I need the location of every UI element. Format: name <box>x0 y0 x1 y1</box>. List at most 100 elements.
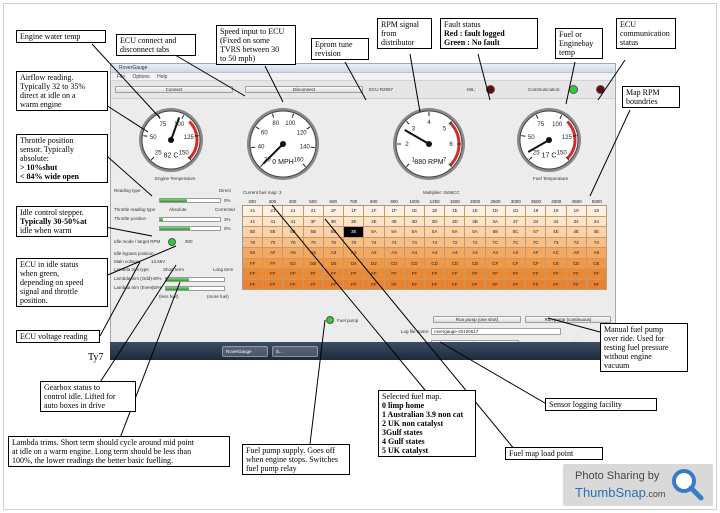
note-text: depending on speed <box>20 278 84 287</box>
fuel-map-cell: 70 <box>263 237 284 248</box>
fuel-map-cell: 3E <box>384 216 405 227</box>
gauge-tick-label: 100 <box>174 122 185 128</box>
gauge-tick-label: 50 <box>150 135 157 141</box>
fuel-map-cell: CD <box>445 258 466 269</box>
note-text: at idle on a warm engine. Long term shou… <box>12 447 192 456</box>
note-text: TVRS between 30 <box>220 45 280 54</box>
gauge-tick <box>255 126 260 130</box>
fuel-map-cell: D4 <box>344 258 365 269</box>
fuel-map-cell: FF <box>526 279 547 290</box>
note-text: < 84% wide open <box>20 172 80 181</box>
fuel-map-cell: 5B <box>323 227 345 238</box>
gauge-tick <box>565 156 570 161</box>
taskbar-rovergauge[interactable]: RoverGauge <box>222 346 268 357</box>
gauge-tick <box>528 156 533 161</box>
note-text: position. <box>20 296 48 305</box>
note-text: sensor. Typically <box>20 145 74 154</box>
fuel-map-cell: 5A <box>424 227 446 238</box>
note-text: fuel pump relay <box>246 464 297 473</box>
run-pump-continuous-button[interactable]: Run pump (continuous) <box>525 316 611 323</box>
menu-file[interactable]: File <box>117 74 126 80</box>
gauge-tick <box>406 121 410 125</box>
fuel-map-cell: 34 <box>526 216 547 227</box>
note-text: Enginebay <box>559 39 594 48</box>
fuel-map-cell: FF <box>323 279 345 290</box>
idle-bypass-label: Idle bypass position <box>114 251 154 256</box>
corrected-radio[interactable]: Corrected <box>215 207 235 212</box>
gauge-tick <box>194 135 199 137</box>
gauge-needle <box>170 117 181 141</box>
note-text: > 10%shut <box>20 163 58 172</box>
run-pump-once-button[interactable]: Run pump (one shot) <box>433 316 521 323</box>
gauge-tick-label: 40 <box>258 144 265 150</box>
fuel-map-cell: FF <box>424 269 446 280</box>
fuel-map-cell: CD <box>465 258 486 269</box>
idle-pct: 0% <box>224 226 231 231</box>
fuel-map-multiplier: Multiplier: 0x56CC <box>423 190 460 195</box>
disconnect-button[interactable]: Disconnect <box>245 86 363 93</box>
note-text: direct at idle on a <box>20 91 76 100</box>
fuel-map-cell: FF <box>303 269 324 280</box>
direct-radio[interactable]: Direct <box>219 188 231 193</box>
gauge-tick-label: 7 <box>443 158 447 164</box>
note-text: Typically 32 to 35% <box>20 82 85 91</box>
fuel-map-cell: 73 <box>566 237 587 248</box>
note-text: testing fuel pressure <box>604 343 669 352</box>
speed-gauge: 204060801001201401600 MPH <box>247 108 319 180</box>
fuel-map-cell: 3E <box>323 216 345 227</box>
log-file-input[interactable]: rovergauge-20100617 <box>431 328 561 335</box>
fuel-map-cell: CD <box>404 258 425 269</box>
lambda-odd-pct: -40% <box>151 276 162 281</box>
gauge-tick-label: 6 <box>449 142 453 148</box>
note-text: 0 limp home <box>382 401 425 410</box>
menu-options[interactable]: Options <box>132 74 150 80</box>
note-engine-water-temp: Engine water temp <box>16 30 106 43</box>
absolute-radio[interactable]: Absolute <box>169 207 187 212</box>
note-text: Eprom tune <box>315 40 353 49</box>
rovergauge-window: RoverGauge File Options Help Connect Dis… <box>110 63 616 360</box>
fuel-map-cell: FF <box>303 279 324 290</box>
fuel-map-cell: 34 <box>586 216 607 227</box>
fuel-map-cell: 74 <box>424 237 446 248</box>
fuel-map-rpm-header-cell: 4000 <box>551 199 562 204</box>
note-text: 3Gulf states <box>382 428 423 437</box>
gauge-value: 0 MPH <box>272 159 293 166</box>
note-text: ECU <box>620 20 636 29</box>
fuel-map-cell: FF <box>384 279 405 290</box>
main-voltage-value: 13.66V <box>151 259 166 264</box>
short-term-radio[interactable]: Short term <box>163 267 185 272</box>
gauge-tick-label: 1 <box>412 158 416 164</box>
long-term-radio[interactable]: Long term <box>213 267 234 272</box>
note-text: Fuel pump supply. Goes off <box>246 446 335 455</box>
note-text: Fuel map load point <box>509 449 574 458</box>
fuel-map-cell: FF <box>323 269 345 280</box>
fuel-map-cell: A3 <box>323 248 345 259</box>
fuel-map-cell: DB <box>303 258 324 269</box>
target-rpm: 900 <box>185 239 193 244</box>
fuel-map-cell: A4 <box>485 248 506 259</box>
photo-sharing-text: Photo Sharing by <box>575 470 660 482</box>
connect-button[interactable]: Connect <box>115 86 233 93</box>
fuel-map-title: Current fuel map: 3 <box>243 190 282 195</box>
fuel-map-cell: 3E <box>344 216 365 227</box>
thumbsnap-logo-text: ThumbSnap.com <box>575 485 665 500</box>
taskbar-window-2[interactable]: S... <box>272 346 318 357</box>
gauge-value: 880 RPM <box>414 159 443 166</box>
menu-help[interactable]: Help <box>157 74 168 80</box>
lambda-odd-bar <box>165 277 225 282</box>
fuel-map-cell: 1D <box>485 206 506 217</box>
fuel-map-cell: 74 <box>384 237 405 248</box>
comms-led <box>569 85 578 94</box>
fuel-map-rpm-header-cell: 700 <box>349 199 358 204</box>
fuel-map-cell: A8 <box>586 248 607 259</box>
fuel-map-cell: CF <box>505 258 527 269</box>
fuel-map-cell: A4 <box>404 248 425 259</box>
throttle-position-bar <box>159 217 221 222</box>
